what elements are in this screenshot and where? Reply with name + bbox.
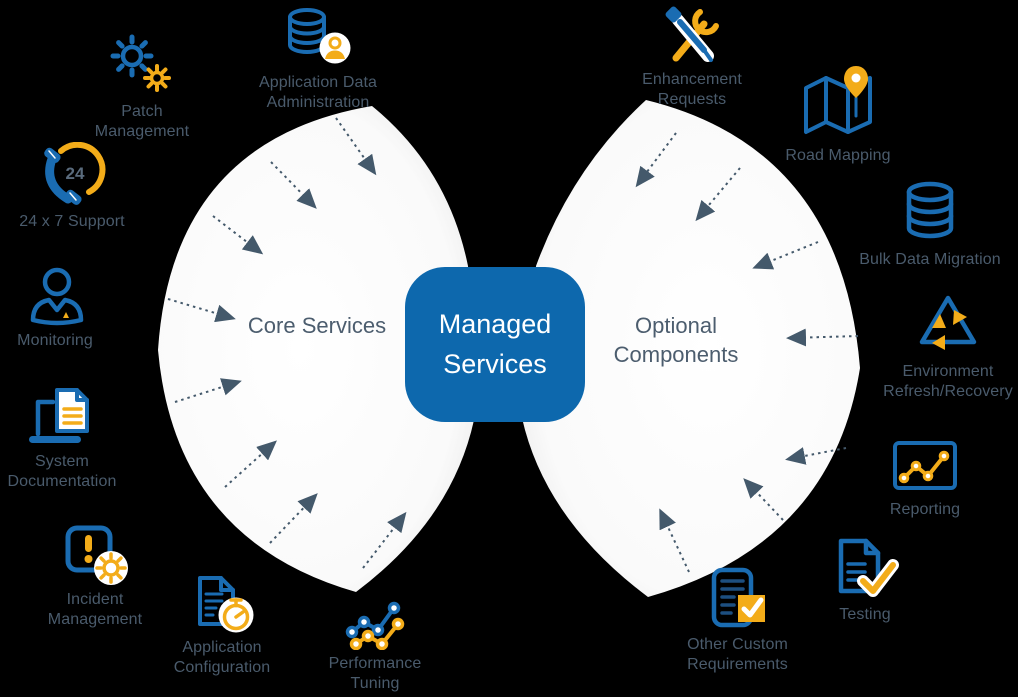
item-label: Patch Management [94, 103, 190, 140]
item-label: Testing [839, 606, 891, 623]
recycle-icon [919, 295, 977, 350]
item-label: System Documentation [7, 453, 117, 490]
item-label: Road Mapping [785, 147, 891, 164]
item-label: Incident Management [47, 591, 143, 628]
item-reporting: Reporting [860, 436, 990, 520]
gears-icon [110, 34, 171, 92]
item-label: Bulk Data Migration [859, 251, 1001, 268]
item-label: Reporting [889, 501, 961, 518]
person-icon [30, 267, 84, 326]
document-stopwatch-icon [198, 576, 254, 633]
alert-gear-icon [65, 525, 128, 585]
item-performance-tuning: Performance Tuning [310, 592, 440, 693]
item-bulk-data-migration: Bulk Data Migration [852, 178, 1008, 270]
database-icon [906, 181, 954, 239]
item-label: 24 x 7 Support [19, 213, 125, 230]
optional-components-label: Optional Components [613, 313, 739, 367]
core-services-fan [158, 106, 474, 592]
document-check-icon [838, 538, 899, 597]
item-monitoring: Monitoring [0, 263, 115, 351]
managed-services-title: Managed Services [438, 309, 552, 379]
item-24x7-support: 24 24 x 7 Support [17, 142, 127, 232]
item-road-mapping: Road Mapping [768, 62, 908, 166]
core-services-label: Core Services [247, 313, 387, 338]
item-label: Application Data Administration [258, 74, 378, 111]
laptop-document-icon [29, 388, 89, 443]
item-testing: Testing [800, 533, 930, 625]
item-other-custom-requirements: Other Custom Requirements [665, 565, 810, 674]
line-graph-icon [345, 601, 405, 650]
database-user-icon [288, 8, 351, 64]
svg-text:24: 24 [66, 164, 85, 183]
map-pin-icon [804, 66, 872, 134]
item-label: Environment Refresh/Recovery [883, 363, 1013, 400]
phone-24-icon: 24 [44, 142, 106, 205]
wrench-screwdriver-icon [665, 6, 719, 62]
item-enhancement-requests: Enhancement Requests [627, 2, 757, 109]
item-label: Enhancement Requests [642, 71, 742, 108]
optional-components-fan [522, 100, 860, 597]
item-application-data-administration: Application Data Administration [243, 5, 393, 112]
inward-arrows [167, 117, 859, 573]
item-environment-refresh-recovery: Environment Refresh/Recovery [878, 286, 1018, 401]
item-label: Performance Tuning [328, 655, 422, 692]
item-label: Application Configuration [173, 639, 271, 676]
item-label: Other Custom Requirements [687, 636, 788, 673]
managed-services-box: Managed Services [405, 267, 585, 422]
item-system-documentation: System Documentation [0, 378, 132, 491]
item-incident-management: Incident Management [25, 520, 165, 629]
item-label: Monitoring [17, 332, 93, 349]
clipboard-check-icon [711, 567, 765, 628]
chart-icon [893, 441, 957, 490]
item-application-configuration: Application Configuration [152, 570, 292, 677]
item-patch-management: Patch Management [72, 28, 212, 141]
